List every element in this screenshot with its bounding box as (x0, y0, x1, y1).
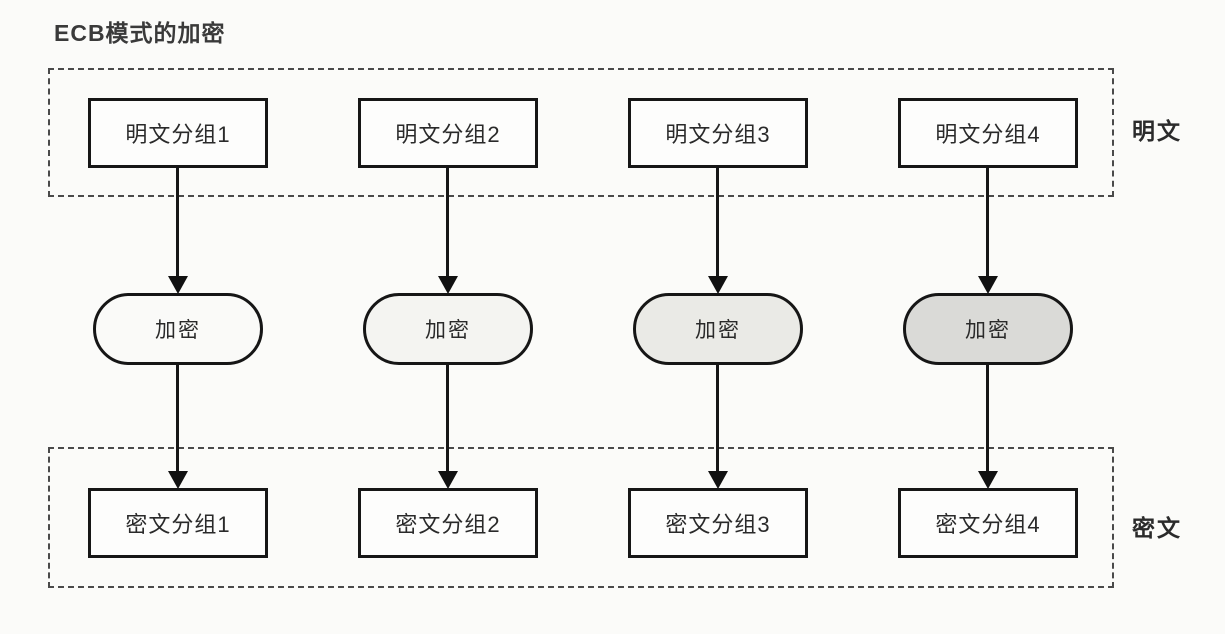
diagram-title: ECB模式的加密 (54, 20, 226, 46)
arrow-line (176, 166, 179, 278)
ciphertext-block-4: 密文分组4 (898, 488, 1078, 558)
diagram-column-2: 明文分组2 加密 密文分组2 (357, 0, 539, 634)
arrowhead-down-icon (438, 276, 458, 294)
arrow-line (446, 166, 449, 278)
arrow-line (716, 363, 719, 473)
arrow-line (986, 363, 989, 473)
arrowhead-down-icon (978, 276, 998, 294)
arrow-line (986, 166, 989, 278)
plaintext-block-2: 明文分组2 (358, 98, 538, 168)
ciphertext-dashed-region (48, 447, 1114, 588)
plaintext-block-4: 明文分组4 (898, 98, 1078, 168)
plaintext-block-3: 明文分组3 (628, 98, 808, 168)
encrypt-pill-2: 加密 (363, 293, 533, 365)
ciphertext-block-3: 密文分组3 (628, 488, 808, 558)
diagram-column-4: 明文分组4 加密 密文分组4 (897, 0, 1079, 634)
arrowhead-down-icon (708, 276, 728, 294)
encrypt-pill-3: 加密 (633, 293, 803, 365)
arrow-line (446, 363, 449, 473)
arrowhead-down-icon (438, 471, 458, 489)
arrow-line (176, 363, 179, 473)
arrowhead-down-icon (978, 471, 998, 489)
ciphertext-block-1: 密文分组1 (88, 488, 268, 558)
encrypt-pill-4: 加密 (903, 293, 1073, 365)
arrow-line (716, 166, 719, 278)
plaintext-dashed-region (48, 68, 1114, 197)
ciphertext-block-2: 密文分组2 (358, 488, 538, 558)
arrowhead-down-icon (168, 471, 188, 489)
arrowhead-down-icon (168, 276, 188, 294)
arrowhead-down-icon (708, 471, 728, 489)
encrypt-pill-1: 加密 (93, 293, 263, 365)
diagram-column-1: 明文分组1 加密 密文分组1 (87, 0, 269, 634)
plaintext-block-1: 明文分组1 (88, 98, 268, 168)
plaintext-region-label: 明文 (1132, 118, 1182, 144)
diagram-column-3: 明文分组3 加密 密文分组3 (627, 0, 809, 634)
ciphertext-region-label: 密文 (1132, 515, 1182, 541)
